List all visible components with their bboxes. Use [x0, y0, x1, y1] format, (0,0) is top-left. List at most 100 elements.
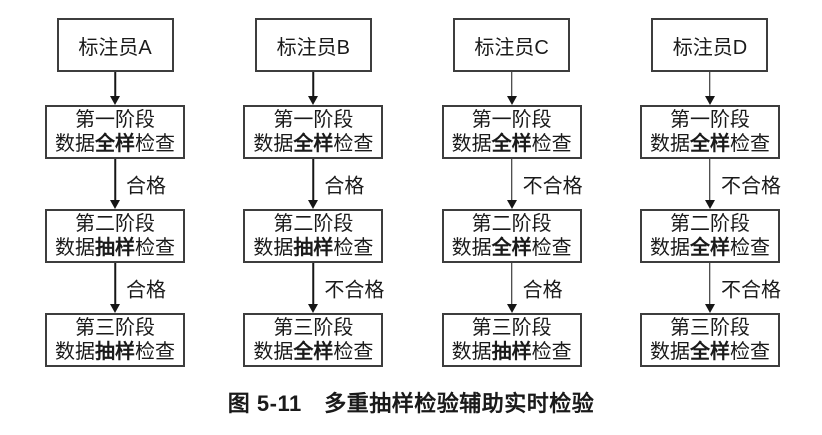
stage-text-em: 全样 — [293, 133, 334, 155]
stage-text-pre: 数据 — [253, 237, 294, 259]
arrow-line — [114, 72, 116, 97]
edge-label: 合格 — [126, 279, 166, 302]
stage-title: 第一阶段 — [75, 109, 155, 131]
annotator-label: 标注员D — [672, 36, 748, 59]
arrow-line — [709, 159, 711, 201]
edge-label: 不合格 — [720, 279, 781, 302]
stage-text-pre: 数据 — [253, 133, 294, 155]
arrow-line — [312, 72, 315, 97]
stage-text-post: 检查 — [729, 341, 770, 363]
arrow-line — [709, 72, 711, 97]
stage-text-post: 检查 — [333, 341, 374, 363]
flow-column-c: 标注员C 第一阶段 数据全样检查 不合格 第二阶段 数据全样检查 — [441, 18, 583, 367]
stage-text-em: 抽样 — [95, 341, 135, 363]
edge-label: 合格 — [522, 279, 563, 302]
stage-text: 数据抽样检查 — [55, 236, 175, 260]
arrow-down-icon — [308, 96, 319, 105]
annotator-box: 标注员D — [651, 18, 769, 72]
arrow-line — [510, 159, 513, 201]
flow-column-b: 标注员B 第一阶段 数据全样检查 合格 第二阶段 数据抽样检查 — [243, 18, 385, 367]
annotator-box: 标注员C — [453, 18, 571, 72]
stage-text: 数据全样检查 — [650, 340, 770, 364]
arrow: 合格 — [243, 159, 383, 209]
arrow — [45, 72, 185, 105]
stage-text-post: 检查 — [135, 133, 175, 155]
arrow: 不合格 — [243, 263, 385, 313]
stage-text: 数据全样检查 — [650, 132, 770, 156]
stage-text-em: 全样 — [491, 133, 532, 155]
stage-text-em: 抽样 — [491, 341, 532, 363]
stage-text-em: 全样 — [95, 133, 135, 155]
arrow — [640, 72, 780, 105]
stage-text-pre: 数据 — [55, 237, 95, 259]
stage-text-post: 检查 — [135, 341, 175, 363]
annotator-box: 标注员B — [254, 18, 372, 72]
stage-box-1: 第一阶段 数据全样检查 — [45, 105, 185, 159]
arrow: 合格 — [442, 263, 582, 313]
stage-title: 第一阶段 — [669, 109, 750, 131]
stage-title: 第三阶段 — [669, 317, 750, 339]
stage-box-2: 第二阶段 数据抽样检查 — [243, 209, 384, 263]
stage-title: 第三阶段 — [471, 317, 552, 339]
stage-text-pre: 数据 — [253, 341, 294, 363]
stage-text-pre: 数据 — [451, 341, 492, 363]
stage-text: 数据全样检查 — [650, 236, 770, 260]
arrow: 合格 — [45, 159, 185, 209]
arrow: 不合格 — [640, 159, 781, 209]
arrow-down-icon — [308, 200, 319, 209]
stage-text: 数据抽样检查 — [452, 340, 572, 364]
stage-text-post: 检查 — [729, 133, 770, 155]
arrow-line — [510, 72, 513, 97]
stage-text-post: 检查 — [333, 237, 374, 259]
stage-text-em: 全样 — [689, 341, 730, 363]
arrow-line — [510, 263, 513, 305]
stage-text: 数据全样检查 — [452, 132, 572, 156]
arrow-down-icon — [506, 304, 517, 313]
arrow — [243, 72, 383, 105]
stage-text: 数据抽样检查 — [253, 236, 373, 260]
arrow-down-icon — [704, 200, 715, 209]
stage-title: 第二阶段 — [669, 213, 750, 235]
stage-text-post: 检查 — [531, 341, 572, 363]
stage-box-1: 第一阶段 数据全样检查 — [639, 105, 780, 159]
stage-box-3: 第三阶段 数据抽样检查 — [441, 313, 582, 367]
arrow-line — [114, 159, 116, 201]
flow-column-a: 标注员A 第一阶段 数据全样检查 合格 第二阶段 数据抽样检查 — [45, 18, 185, 367]
arrow-down-icon — [110, 96, 120, 105]
stage-text-post: 检查 — [531, 237, 572, 259]
arrow-down-icon — [704, 304, 715, 313]
annotator-label: 标注员A — [78, 36, 152, 59]
arrow: 合格 — [45, 263, 185, 313]
stage-text-em: 抽样 — [95, 237, 135, 259]
stage-box-1: 第一阶段 数据全样检查 — [243, 105, 384, 159]
stage-text-post: 检查 — [729, 237, 770, 259]
arrow-line — [709, 263, 711, 305]
stage-text-post: 检查 — [135, 237, 175, 259]
edge-label: 不合格 — [324, 279, 385, 302]
stage-title: 第三阶段 — [75, 317, 155, 339]
edge-label: 合格 — [126, 175, 166, 198]
arrow-down-icon — [308, 304, 319, 313]
stage-text-em: 抽样 — [293, 237, 334, 259]
stage-text-em: 全样 — [491, 237, 532, 259]
flow-column-d: 标注员D 第一阶段 数据全样检查 不合格 第二阶段 数据全样检查 — [639, 18, 781, 367]
arrow-down-icon — [506, 96, 517, 105]
stage-text: 数据全样检查 — [253, 340, 373, 364]
arrow-down-icon — [110, 200, 120, 209]
arrow: 不合格 — [442, 159, 583, 209]
stage-text-pre: 数据 — [451, 133, 492, 155]
arrow-down-icon — [506, 200, 517, 209]
stage-title: 第一阶段 — [471, 109, 552, 131]
figure-caption: 图 5-11 多重抽样检验辅助实时检验 — [227, 391, 595, 416]
annotator-label: 标注员B — [276, 36, 350, 59]
arrow-line — [312, 263, 315, 305]
stage-title: 第二阶段 — [273, 213, 354, 235]
stage-text-post: 检查 — [333, 133, 374, 155]
edge-label: 不合格 — [720, 175, 781, 198]
stage-text-pre: 数据 — [55, 341, 95, 363]
stage-text-pre: 数据 — [649, 133, 690, 155]
stage-box-1: 第一阶段 数据全样检查 — [441, 105, 582, 159]
stage-text-em: 全样 — [689, 133, 730, 155]
stage-text: 数据全样检查 — [55, 132, 175, 156]
